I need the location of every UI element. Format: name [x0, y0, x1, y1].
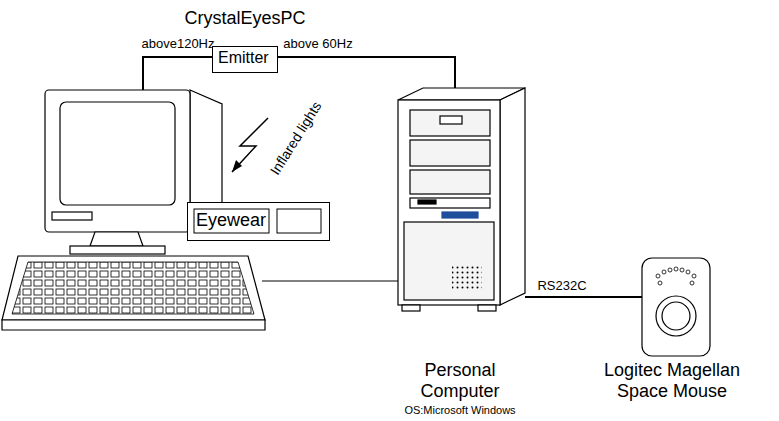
part-label: above 60Hz — [283, 37, 352, 52]
space-mouse — [642, 258, 710, 356]
sync-cable — [278, 57, 455, 88]
right-lens — [277, 209, 321, 233]
node-text: Emitter — [218, 49, 269, 67]
keyboard — [2, 256, 265, 330]
video-cable — [143, 57, 212, 90]
part-label: RS232C — [537, 279, 586, 294]
left-lens — [194, 209, 269, 233]
serial-cable — [525, 296, 642, 298]
part-label: above120Hz — [142, 37, 215, 52]
system-title: CrystalEyesPC — [184, 8, 305, 29]
eyewear-box: Eyewear — [187, 202, 330, 241]
infrared-bolt — [232, 118, 268, 172]
keyboard-cable — [262, 281, 398, 282]
part-label: Personal Computer — [385, 360, 535, 401]
pc-tower — [398, 88, 525, 311]
part-label: Logitec Magellan Space Mouse — [592, 360, 752, 401]
signal-label: Inflared lights — [267, 98, 325, 177]
part-label: OS:Microsoft Windows — [404, 404, 515, 417]
infrared-bolt-tip — [232, 160, 242, 172]
node-text: Eyewear — [196, 210, 266, 231]
emitter-box: Emitter — [212, 46, 278, 73]
